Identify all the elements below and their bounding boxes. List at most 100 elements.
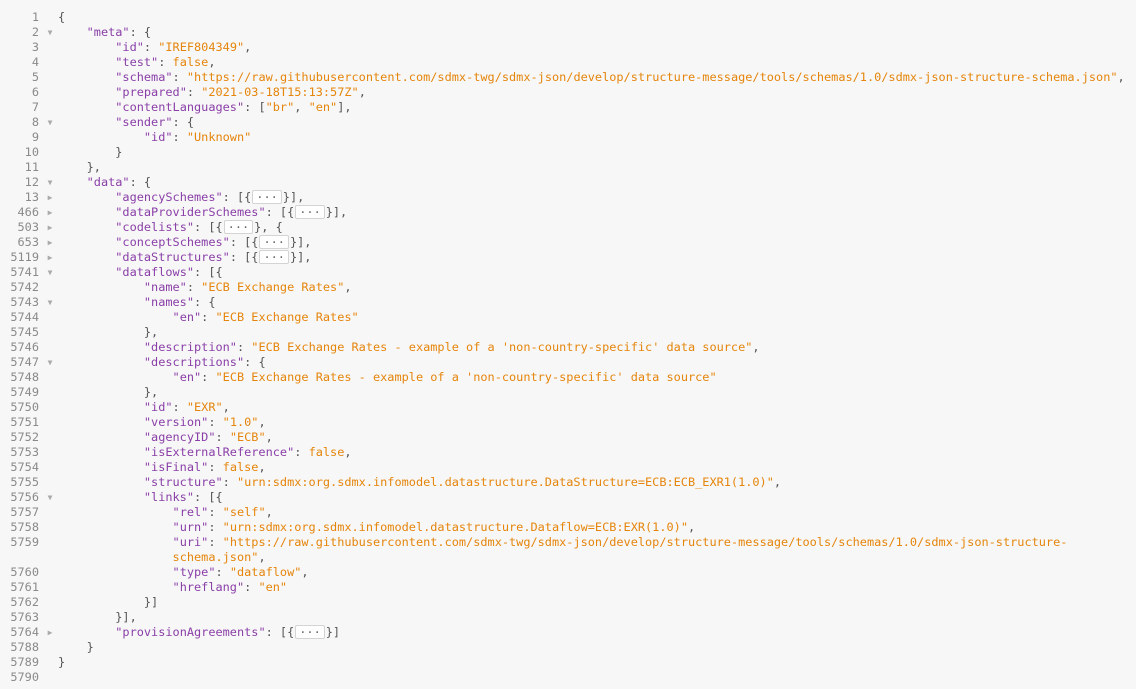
line-content: "contentLanguages": ["br", "en"], (58, 100, 351, 115)
line-content: "links": [{ (58, 490, 223, 505)
code-line[interactable]: 5750"id": "EXR", (0, 400, 1136, 415)
code-line[interactable]: 5789} (0, 655, 1136, 670)
fold-expanded-icon[interactable]: ▼ (47, 268, 53, 277)
code-line[interactable]: 10} (0, 145, 1136, 160)
code-line[interactable]: 11}, (0, 160, 1136, 175)
json-string: "IREF804349" (158, 40, 245, 54)
json-punctuation: : (201, 310, 216, 324)
fold-expanded-icon[interactable]: ▼ (47, 298, 53, 307)
fold-collapsed-icon[interactable]: ▶ (47, 208, 53, 217)
code-line[interactable]: 5752"agencyID": "ECB", (0, 430, 1136, 445)
code-line[interactable]: 5745}, (0, 325, 1136, 340)
fold-expanded-icon[interactable]: ▼ (47, 28, 53, 37)
json-punctuation: : (208, 460, 223, 474)
line-content: "id": "Unknown" (58, 130, 251, 145)
code-line[interactable]: 5751"version": "1.0", (0, 415, 1136, 430)
line-content: "agencyID": "ECB", (58, 430, 273, 445)
json-punctuation: , (752, 340, 760, 354)
folded-content-button[interactable]: ··· (295, 205, 325, 219)
code-line[interactable]: 5790 (0, 670, 1136, 685)
code-line[interactable]: 466▶"dataProviderSchemes": [{···}], (0, 205, 1136, 220)
fold-collapsed-icon[interactable]: ▶ (47, 223, 53, 232)
code-line[interactable]: 5762}] (0, 595, 1136, 610)
fold-collapsed-icon[interactable]: ▶ (47, 628, 53, 637)
folded-content-button[interactable]: ··· (259, 235, 289, 249)
code-line[interactable]: 5743▼"names": { (0, 295, 1136, 310)
json-string: "dataflow" (229, 565, 302, 579)
code-line[interactable]: 5763}], (0, 610, 1136, 625)
code-line[interactable]: 5754"isFinal": false, (0, 460, 1136, 475)
code-line[interactable]: 1{ (0, 10, 1136, 25)
json-punctuation: : (186, 280, 202, 294)
code-line[interactable]: 12▼"data": { (0, 175, 1136, 190)
code-line[interactable]: 4"test": false, (0, 55, 1136, 70)
folded-content-button[interactable]: ··· (252, 190, 282, 204)
json-punctuation: }] (325, 625, 341, 639)
code-line[interactable]: 5757"rel": "self", (0, 505, 1136, 520)
line-number: 5762 (10, 595, 39, 609)
code-line[interactable]: 5119▶"dataStructures": [{···}], (0, 250, 1136, 265)
fold-collapsed-icon[interactable]: ▶ (47, 253, 53, 262)
folded-content-button[interactable]: ··· (259, 250, 289, 264)
json-key: "contentLanguages" (115, 100, 245, 114)
code-line[interactable]: 5764▶"provisionAgreements": [{···}] (0, 625, 1136, 640)
fold-expanded-icon[interactable]: ▼ (47, 178, 53, 187)
code-line[interactable]: 9"id": "Unknown" (0, 130, 1136, 145)
folded-content-button[interactable]: ··· (223, 220, 254, 234)
code-line[interactable]: 6"prepared": "2021-03-18T15:13:57Z", (0, 85, 1136, 100)
code-line[interactable]: 5758"urn": "urn:sdmx:org.sdmx.infomodel.… (0, 520, 1136, 535)
json-punctuation: , (208, 55, 216, 69)
line-content: "description": "ECB Exchange Rates - exa… (58, 340, 760, 355)
code-line[interactable]: 2▼"meta": { (0, 25, 1136, 40)
json-punctuation: }] (143, 595, 159, 609)
json-key: "id" (143, 400, 173, 414)
fold-expanded-icon[interactable]: ▼ (47, 118, 53, 127)
code-line[interactable]: 503▶"codelists": [{···}, { (0, 220, 1136, 235)
code-line[interactable]: schema.json", (0, 550, 1136, 565)
code-line[interactable]: 653▶"conceptSchemes": [{···}], (0, 235, 1136, 250)
fold-collapsed-icon[interactable]: ▶ (47, 238, 53, 247)
line-content: schema.json", (58, 550, 266, 565)
code-line[interactable]: 3"id": "IREF804349", (0, 40, 1136, 55)
line-content: }], (58, 610, 136, 625)
line-number: 5743 (10, 295, 39, 309)
code-line[interactable]: 5747▼"descriptions": { (0, 355, 1136, 370)
line-number: 3 (31, 40, 39, 54)
json-punctuation: : [{ (229, 250, 259, 264)
code-line[interactable]: 5761"hreflang": "en" (0, 580, 1136, 595)
code-line[interactable]: 5755"structure": "urn:sdmx:org.sdmx.info… (0, 475, 1136, 490)
fold-collapsed-icon[interactable]: ▶ (47, 193, 53, 202)
code-line[interactable]: 5760"type": "dataflow", (0, 565, 1136, 580)
code-line[interactable]: 5749}, (0, 385, 1136, 400)
code-line[interactable]: 5788} (0, 640, 1136, 655)
json-key: "id" (143, 130, 173, 144)
json-punctuation: { (58, 10, 66, 24)
code-line[interactable]: 5741▼"dataflows": [{ (0, 265, 1136, 280)
code-line[interactable]: 8▼"sender": { (0, 115, 1136, 130)
json-punctuation: }], (325, 205, 348, 219)
line-number: 5747 (10, 355, 39, 369)
json-code-editor[interactable]: 1{2▼"meta": {3"id": "IREF804349",4"test"… (0, 10, 1136, 685)
json-key: "version" (143, 415, 209, 429)
line-number: 10 (24, 145, 39, 159)
folded-content-button[interactable]: ··· (295, 625, 325, 639)
json-key: "rel" (172, 505, 209, 519)
json-punctuation: : (215, 565, 230, 579)
code-line[interactable]: 5742"name": "ECB Exchange Rates", (0, 280, 1136, 295)
fold-expanded-icon[interactable]: ▼ (47, 358, 53, 367)
json-punctuation: , (301, 565, 309, 579)
code-line[interactable]: 5748"en": "ECB Exchange Rates - example … (0, 370, 1136, 385)
code-line[interactable]: 13▶"agencySchemes": [{···}], (0, 190, 1136, 205)
line-content: "uri": "https://raw.githubusercontent.co… (58, 535, 1068, 550)
line-number: 5757 (10, 505, 39, 519)
code-line[interactable]: 5759"uri": "https://raw.githubuserconten… (0, 535, 1136, 550)
json-key: "prepared" (115, 85, 187, 99)
fold-expanded-icon[interactable]: ▼ (47, 493, 53, 502)
code-line[interactable]: 7"contentLanguages": ["br", "en"], (0, 100, 1136, 115)
code-line[interactable]: 5"schema": "https://raw.githubuserconten… (0, 70, 1136, 85)
code-line[interactable]: 5744"en": "ECB Exchange Rates" (0, 310, 1136, 325)
code-line[interactable]: 5753"isExternalReference": false, (0, 445, 1136, 460)
code-line[interactable]: 5756▼"links": [{ (0, 490, 1136, 505)
code-line[interactable]: 5746"description": "ECB Exchange Rates -… (0, 340, 1136, 355)
json-key: "schema" (115, 70, 173, 84)
